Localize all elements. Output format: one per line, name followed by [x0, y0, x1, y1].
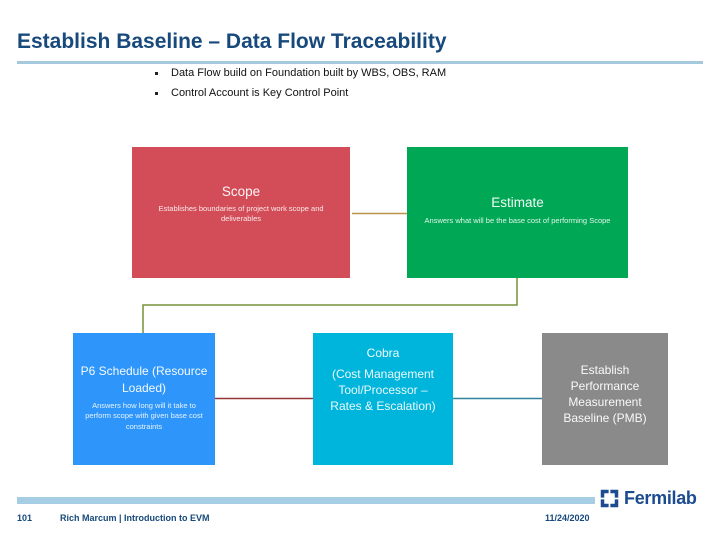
estimate-box: Estimate Answers what will be the base c… — [407, 147, 628, 278]
bullet-text: Control Account is Key Control Point — [171, 87, 349, 100]
bullet-icon — [155, 72, 158, 75]
footer-accent-bar — [17, 497, 595, 504]
connector-estimate-to-p6 — [142, 278, 518, 333]
estimate-box-description: Answers what will be the base cost of pe… — [424, 215, 611, 225]
scope-box: Scope Establishes boundaries of project … — [132, 147, 350, 278]
p6-schedule-box-title: P6 Schedule (Resource Loaded) — [80, 364, 208, 395]
bullet-icon — [155, 92, 158, 96]
bullet-text: Data Flow build on Foundation built by W… — [171, 67, 447, 79]
pmb-box-title: Establish Performance Measurement Baseli… — [563, 363, 647, 425]
bullet-item: Control Account is Key Control Point — [155, 87, 575, 100]
bullet-item: Data Flow build on Foundation built by W… — [155, 67, 575, 80]
estimate-box-title: Estimate — [491, 195, 544, 210]
p6-schedule-box: P6 Schedule (Resource Loaded) Answers ho… — [73, 333, 215, 465]
cobra-box-description: (Cost Management Tool/Processor – Rates … — [330, 367, 436, 414]
p6-schedule-box-description: Answers how long will it take to perform… — [85, 400, 203, 431]
scope-box-title: Scope — [221, 184, 261, 199]
page-number: 101 — [17, 513, 33, 523]
footer-date: 11/24/2020 — [545, 513, 590, 523]
cobra-box-title: Cobra — [366, 346, 400, 360]
fermilab-pinwheel-icon — [600, 489, 619, 508]
footer-credit: Rich Marcum | Introduction to EVM — [60, 513, 210, 523]
scope-box-description: Establishes boundaries of project work s… — [158, 203, 324, 224]
pmb-box: Establish Performance Measurement Baseli… — [542, 333, 668, 465]
title-underline — [17, 61, 703, 64]
page-title: Establish Baseline – Data Flow Traceabil… — [17, 30, 447, 53]
bullet-list: Data Flow build on Foundation built by W… — [155, 67, 575, 107]
fermilab-logo-text: Fermilab — [624, 488, 697, 508]
cobra-box: Cobra (Cost Management Tool/Processor – … — [313, 333, 453, 465]
fermilab-logo: Fermilab — [599, 488, 697, 509]
